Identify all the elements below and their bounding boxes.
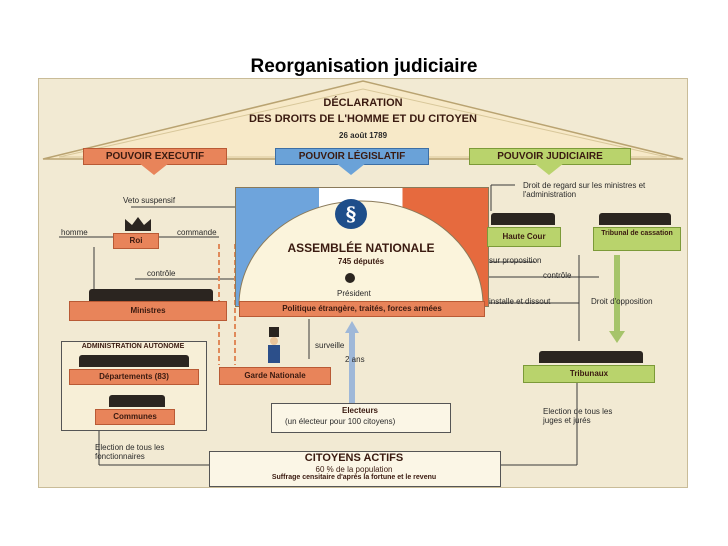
droit-opposition-label: Droit d'opposition: [591, 297, 653, 306]
assembly-deputes: 745 députés: [337, 257, 385, 266]
controle-right-label: contrôle: [543, 271, 572, 280]
installe-label: installe et dissout: [489, 297, 551, 306]
diagram-panel: DÉCLARATION DES DROITS DE L'HOMME ET DU …: [38, 78, 688, 488]
veto-label: Veto suspensif: [123, 196, 176, 205]
election-juges-label: Election de tous les juges et jurés: [543, 407, 613, 425]
president-icon: [345, 273, 355, 283]
assembly-title: ASSEMBLÉE NATIONALE: [287, 241, 435, 255]
law-symbol-icon: §: [335, 199, 367, 229]
roof-date: 26 août 1789: [339, 131, 388, 140]
sur-proposition-label: sur proposition: [489, 256, 542, 265]
electeurs-title: Electeurs: [341, 406, 379, 415]
crown-icon: [125, 217, 151, 231]
citoyens-suffrage: Suffrage censitaire d'après la fortune e…: [271, 474, 437, 481]
controle-left-label: contrôle: [147, 269, 176, 278]
tribunaux-box: Tribunaux: [523, 365, 655, 383]
haute-cour-box: Haute Cour: [487, 227, 561, 247]
slide-title: Reorganisation judiciaire: [250, 56, 478, 77]
guard-icon: [268, 327, 280, 363]
departements-box: Départements (83): [69, 369, 199, 385]
haute-cour-heads: [491, 213, 555, 225]
communes-heads: [109, 395, 165, 407]
ministres-heads: [89, 289, 213, 301]
citoyens-pct: 60 % de la population: [315, 465, 393, 474]
ministres-box: Ministres: [69, 301, 227, 321]
deux-ans-label: 2 ans: [345, 355, 365, 364]
cassation-box: Tribunal de cassation: [593, 227, 681, 251]
president-label: Président: [337, 289, 371, 298]
droit-regard-label: Droit de regard sur les ministres et l'a…: [523, 181, 646, 199]
roi-box: Roi: [113, 233, 159, 249]
roof-subtitle: DES DROITS DE L'HOMME ET DU CITOYEN: [249, 113, 477, 125]
tribunaux-heads: [539, 351, 643, 363]
administration-header: ADMINISTRATION AUTONOME: [81, 343, 185, 350]
assembly-dome: [238, 200, 484, 305]
electeurs-detail: (un électeur pour 100 citoyens): [285, 417, 396, 426]
banner-arrows: [139, 163, 564, 175]
electeurs-box: [271, 403, 451, 433]
politique-box: Politique étrangère, traités, forces arm…: [239, 301, 485, 317]
garde-nationale-box: Garde Nationale: [219, 367, 331, 385]
cassation-heads: [599, 213, 671, 225]
surveille-label: surveille: [315, 341, 345, 350]
citoyens-title: CITOYENS ACTIFS: [304, 452, 404, 464]
departements-heads: [79, 355, 189, 367]
citoyens-box: [209, 451, 501, 487]
communes-box: Communes: [95, 409, 175, 425]
commande-label: commande: [177, 228, 217, 237]
roof-title: DÉCLARATION: [323, 97, 403, 109]
homme-label: homme: [61, 228, 88, 237]
election-fonctionnaires-label: Election de tous les fonctionnaires: [95, 443, 165, 461]
